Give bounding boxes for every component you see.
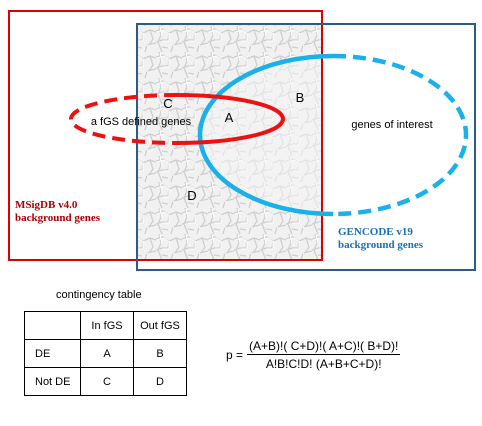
table-corner-cell (24, 311, 81, 340)
cell-not-de-in-fgs: C (80, 367, 134, 396)
table-header-row: In fGS Out fGS (24, 311, 187, 340)
cell-de-out-fgs: B (133, 339, 187, 368)
formula-denominator: A!B!C!D! (A+B+C+D)! (265, 357, 382, 371)
row-label-not-de: Not DE (24, 367, 81, 396)
row-label-de: DE (24, 339, 81, 368)
formula-fraction: (A+B)!( C+D)!( A+C)!( B+D)! A!B!C!D! (A+… (247, 339, 401, 371)
cell-not-de-out-fgs: D (133, 367, 187, 396)
formula-fraction-bar (247, 354, 401, 355)
region-b-label: B (296, 90, 305, 105)
region-a-label: A (225, 110, 234, 125)
interest-set-label: genes of interest (351, 119, 432, 131)
table-row: Not DE C D (24, 367, 187, 396)
formula-numerator: (A+B)!( C+D)!( A+C)!( B+D)! (249, 339, 399, 353)
interest-ellipse-dashed (332, 53, 469, 217)
gencode-label-line2: background genes (338, 239, 424, 251)
msigdb-label-line1: MSigDB v4.0 (15, 199, 78, 211)
fgs-set-label: a fGS defined genes (91, 116, 192, 128)
contingency-table: In fGS Out fGS DE A B Not DE C D (24, 311, 187, 396)
table-row: DE A B (24, 339, 187, 368)
region-c-label: C (163, 96, 172, 111)
gencode-label-line1: GENCODE v19 (338, 226, 413, 238)
msigdb-background-box (8, 10, 323, 261)
formula-lhs: p = (226, 348, 244, 362)
contingency-table-title: contingency table (56, 289, 142, 301)
region-d-label: D (187, 188, 196, 203)
msigdb-label-line2: background genes (15, 212, 101, 224)
header-in-fgs: In fGS (80, 311, 134, 340)
header-out-fgs: Out fGS (133, 311, 187, 340)
cell-de-in-fgs: A (80, 339, 134, 368)
interest-ellipse-solid (197, 53, 334, 217)
fgs-ellipse-dashed (69, 93, 178, 145)
fisher-exact-formula: p = (A+B)!( C+D)!( A+C)!( B+D)! A!B!C!D!… (226, 339, 401, 371)
fgs-ellipse-solid (176, 93, 285, 145)
gencode-background-box (136, 23, 476, 271)
